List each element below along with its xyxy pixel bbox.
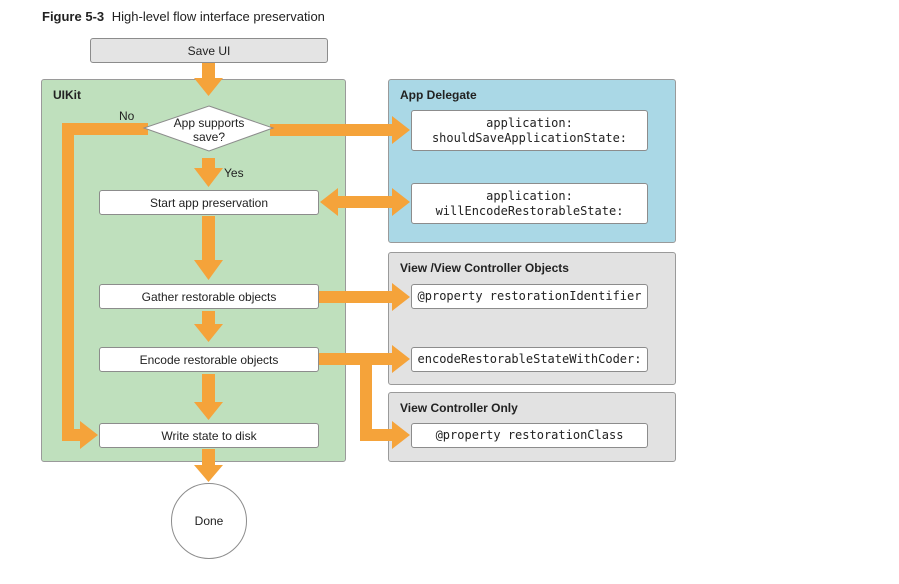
gather-objects-label: Gather restorable objects (141, 289, 277, 304)
arrow-encode-to-coder (318, 345, 410, 373)
arrow-write-to-done (194, 449, 223, 482)
write-state-label: Write state to disk (161, 428, 257, 443)
arrow-no-path (62, 123, 148, 449)
decision-label: App supports save? (150, 116, 268, 144)
will-encode-state-box: application: willEncodeRestorableState: (411, 183, 648, 224)
uikit-panel-title: UIKit (53, 88, 81, 102)
arrow-save-to-decision (194, 63, 223, 96)
yes-label: Yes (224, 166, 244, 180)
arrow-start-to-gather (194, 216, 223, 280)
save-ui-box: Save UI (90, 38, 328, 63)
start-preservation-box: Start app preservation (99, 190, 319, 215)
encode-objects-box: Encode restorable objects (99, 347, 319, 372)
done-label: Done (194, 514, 224, 528)
restoration-class-box: @property restorationClass (411, 423, 648, 448)
no-label: No (119, 109, 135, 123)
should-save-state-box: application: shouldSaveApplicationState: (411, 110, 648, 151)
encode-with-coder-box: encodeRestorableStateWithCoder: (411, 347, 648, 372)
arrow-encode-to-class (360, 353, 410, 449)
app-delegate-panel-title: App Delegate (400, 88, 477, 102)
arrow-encode-to-write (194, 374, 223, 420)
figure-title: High-level flow interface preservation (111, 9, 325, 24)
encode-with-coder-code: encodeRestorableStateWithCoder: (417, 352, 642, 366)
arrow-decision-to-should-save (270, 116, 410, 144)
figure-caption: Figure 5-3 High-level flow interface pre… (42, 9, 325, 24)
encode-objects-label: Encode restorable objects (139, 352, 279, 367)
restoration-identifier-box: @property restorationIdentifier (411, 284, 648, 309)
done-node: Done (171, 483, 247, 559)
arrow-start-will-encode (320, 188, 410, 216)
start-preservation-label: Start app preservation (149, 195, 269, 210)
view-controller-only-panel-title: View Controller Only (400, 401, 518, 415)
write-state-box: Write state to disk (99, 423, 319, 448)
decision-diamond (142, 105, 275, 152)
arrow-gather-to-identifier (318, 283, 410, 311)
will-encode-state-code: application: willEncodeRestorableState: (435, 188, 624, 218)
decision-label-line2: save? (192, 130, 226, 144)
decision-label-line1: App supports (173, 116, 245, 130)
should-save-state-code: application: shouldSaveApplicationState: (431, 115, 628, 145)
arrow-yes-to-start (194, 158, 223, 187)
restoration-identifier-code: @property restorationIdentifier (417, 289, 642, 303)
arrow-gather-to-encode (194, 311, 223, 342)
figure-number: Figure 5-3 (42, 9, 105, 24)
restoration-class-code: @property restorationClass (435, 428, 624, 442)
view-controller-objects-panel-title: View /View Controller Objects (400, 261, 569, 275)
save-ui-label: Save UI (187, 43, 231, 58)
gather-objects-box: Gather restorable objects (99, 284, 319, 309)
